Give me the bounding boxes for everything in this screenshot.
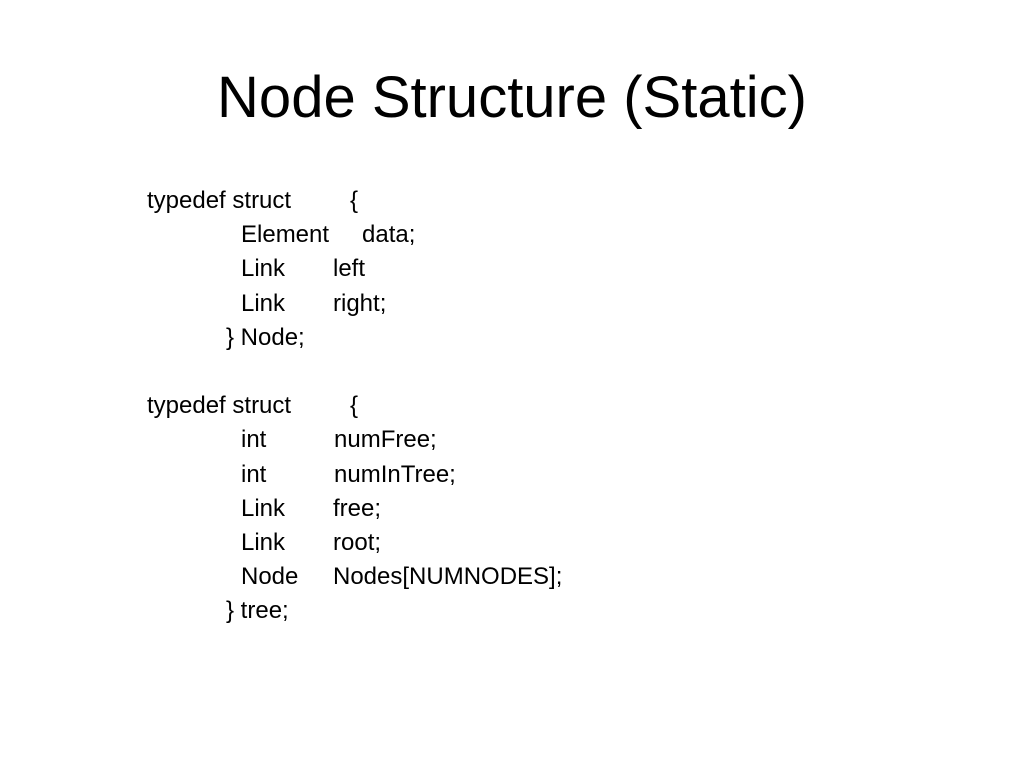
code-token: int: [241, 426, 267, 454]
code-token: root;: [333, 528, 382, 556]
code-token: Link: [241, 528, 286, 556]
code-token: int: [241, 460, 267, 488]
code-token: {: [350, 392, 359, 420]
code-token: Nodes[NUMNODES];: [333, 563, 563, 591]
code-token: } Node;: [226, 323, 305, 351]
code-token: } tree;: [226, 597, 289, 625]
code-token: Link: [241, 494, 286, 522]
code-token: numFree;: [334, 426, 437, 454]
code-token: left: [333, 255, 366, 283]
code-token: right;: [333, 289, 387, 317]
code-token: Link: [241, 255, 286, 283]
code-token: Link: [241, 289, 286, 317]
code-token: typedef struct: [147, 187, 292, 214]
slide-title: Node Structure (Static): [217, 65, 807, 130]
code-token: numInTree;: [334, 460, 456, 488]
code-token: free;: [333, 494, 382, 522]
code-token: Node: [241, 563, 299, 591]
code-token: {: [350, 187, 359, 214]
code-token: Element: [241, 221, 330, 249]
code-token: typedef struct: [147, 392, 292, 420]
code-token: data;: [362, 221, 416, 249]
